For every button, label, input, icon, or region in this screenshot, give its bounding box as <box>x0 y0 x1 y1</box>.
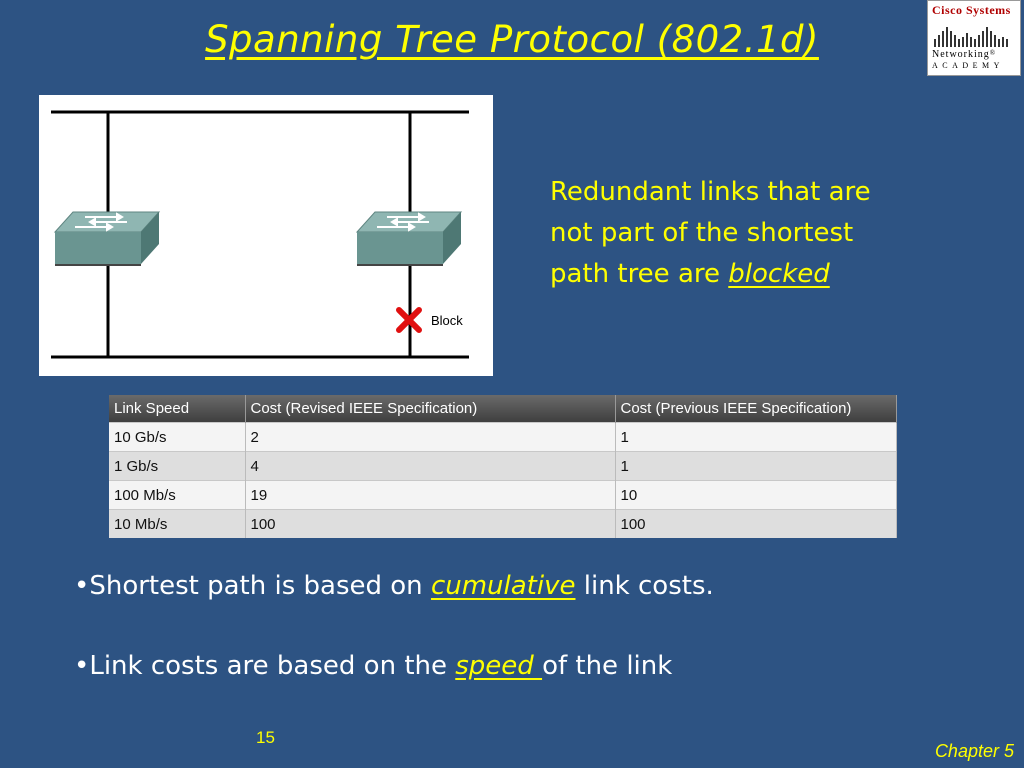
logo-brand-text: Cisco Systems <box>932 3 1011 17</box>
bullet-marker: • <box>74 651 90 681</box>
bullet-text: Link costs are based on the <box>89 651 456 681</box>
logo-bars-icon <box>934 27 1008 47</box>
bullet-list: •Shortest path is based on cumulative li… <box>74 566 974 686</box>
logo-registered-mark: ® <box>989 49 997 57</box>
callout-text: Redundant links that are not part of the… <box>550 172 970 295</box>
table-cell: 2 <box>245 422 616 452</box>
bullet-item: •Shortest path is based on cumulative li… <box>74 566 974 606</box>
table-row: 10 Gb/s 2 1 <box>109 422 897 452</box>
bullet-marker: • <box>74 571 90 601</box>
block-x-icon <box>396 307 422 333</box>
cisco-logo: Cisco Systems Networking® Academy <box>927 0 1021 76</box>
table-cell: 100 <box>245 509 616 538</box>
switch-icon <box>53 211 161 266</box>
bullet-item: •Link costs are based on the speed of th… <box>74 646 974 686</box>
bullet-text: Shortest path is based on <box>89 571 431 601</box>
diagram-canvas <box>51 110 469 359</box>
logo-academy-text: Academy <box>932 61 1004 70</box>
bullet-text: link costs. <box>575 571 714 601</box>
table-cell: 10 Mb/s <box>109 509 246 538</box>
stp-diagram: Block <box>39 95 493 376</box>
link-cost-table: Link Speed Cost (Revised IEEE Specificat… <box>109 395 897 538</box>
table-header: Link Speed <box>109 395 246 423</box>
table-cell: 100 <box>615 509 897 538</box>
slide-title: Spanning Tree Protocol (802.1d) <box>205 18 819 61</box>
callout-line: path tree are blocked <box>550 254 970 295</box>
callout-line-text: path tree are <box>550 259 729 289</box>
table-row: 100 Mb/s 19 10 <box>109 480 897 510</box>
table-cell: 19 <box>245 480 616 510</box>
bullet-emphasis: cumulative <box>430 571 576 601</box>
table-cell: 1 Gb/s <box>109 451 246 481</box>
page-number: 15 <box>256 728 275 747</box>
table-cell: 1 <box>615 451 897 481</box>
bullet-text: of the link <box>542 651 673 681</box>
table-row: 10 Mb/s 100 100 <box>109 509 897 538</box>
logo-line2: Networking® <box>932 49 996 60</box>
table-header: Cost (Previous IEEE Specification) <box>615 395 897 423</box>
block-label: Block <box>431 313 463 328</box>
table-header: Cost (Revised IEEE Specification) <box>245 395 616 423</box>
table-cell: 10 Gb/s <box>109 422 246 452</box>
table-cell: 4 <box>245 451 616 481</box>
logo-networking-text: Networking <box>932 49 990 60</box>
bullet-emphasis: speed <box>455 651 543 681</box>
callout-line: not part of the shortest <box>550 218 854 248</box>
table-cell: 100 Mb/s <box>109 480 246 510</box>
table-cell: 10 <box>615 480 897 510</box>
callout-emphasis: blocked <box>728 259 830 289</box>
table-row: 1 Gb/s 4 1 <box>109 451 897 481</box>
chapter-label: Chapter 5 <box>934 741 1014 761</box>
callout-line: Redundant links that are <box>550 177 871 207</box>
table-cell: 1 <box>615 422 897 452</box>
switch-icon <box>355 211 463 266</box>
table-header-row: Link Speed Cost (Revised IEEE Specificat… <box>109 395 897 423</box>
